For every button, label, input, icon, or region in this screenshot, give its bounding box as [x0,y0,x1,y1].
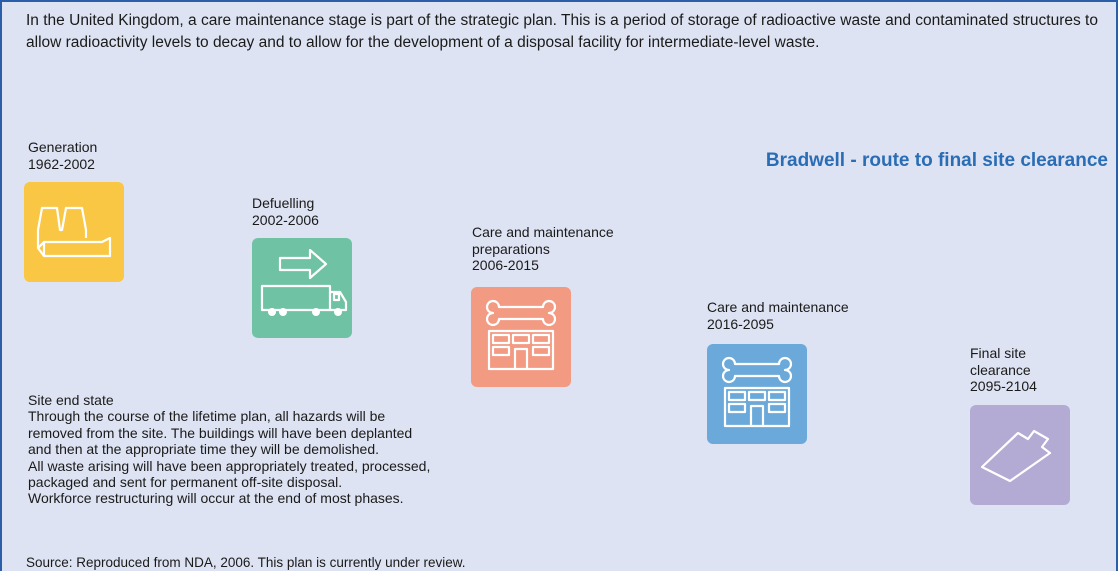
stage-tile-care-maintenance [707,344,807,444]
stage-name: Final site [970,345,1027,361]
source-note: Source: Reproduced from NDA, 2006. This … [26,555,466,570]
stage-label-defuelling: Defuelling 2002-2006 [252,195,319,228]
stage-dates: 1962-2002 [28,155,95,172]
diagram-title: Bradwell - route to final site clearance [765,150,1108,171]
stage-dates: 2002-2006 [252,211,319,228]
intro-text: In the United Kingdom, a care maintenanc… [26,12,1098,51]
power-station-icon [36,206,112,258]
stage-tile-final-clearance [970,405,1070,505]
wrench-building-icon [721,356,793,428]
end-state-line: packaged and sent for permanent off-site… [28,474,343,491]
end-state-line: All waste arising will have been appropr… [28,457,431,474]
stage-name-cont: preparations [472,240,550,257]
stage-name: Defuelling [252,195,315,211]
end-state-heading: Site end state [28,392,114,408]
end-state-line: removed from the site. The buildings wil… [28,424,413,441]
stage-tile-generation [24,182,124,282]
stage-dates: 2095-2104 [970,378,1037,394]
cleared-site-icon [980,429,1052,483]
end-state-line: and then at the appropriate time they wi… [28,441,379,458]
stage-label-final-clearance: Final site clearance 2095-2104 [970,345,1037,395]
stage-label-generation: Generation 1962-2002 [28,139,97,172]
end-state-line: Through the course of the lifetime plan,… [28,408,386,425]
stage-name: Care and maintenance [707,299,849,315]
stage-label-cm-preparations: Care and maintenance preparations 2006-2… [472,224,614,274]
stage-name-cont: clearance [970,361,1031,378]
stage-name: Care and maintenance [472,224,614,240]
arrow-truck-icon [260,248,348,316]
wrench-building-icon [485,299,557,371]
end-state-line: Workforce restructuring will occur at th… [28,490,404,507]
site-end-state: Site end state Through the course of the… [28,392,588,507]
stage-tile-defuelling [252,238,352,338]
stage-name: Generation [28,139,98,155]
stage-dates: 2016-2095 [707,315,774,332]
stage-tile-cm-preparations [471,287,571,387]
stage-label-care-maintenance: Care and maintenance 2016-2095 [707,299,849,332]
stage-dates: 2006-2015 [472,257,539,273]
